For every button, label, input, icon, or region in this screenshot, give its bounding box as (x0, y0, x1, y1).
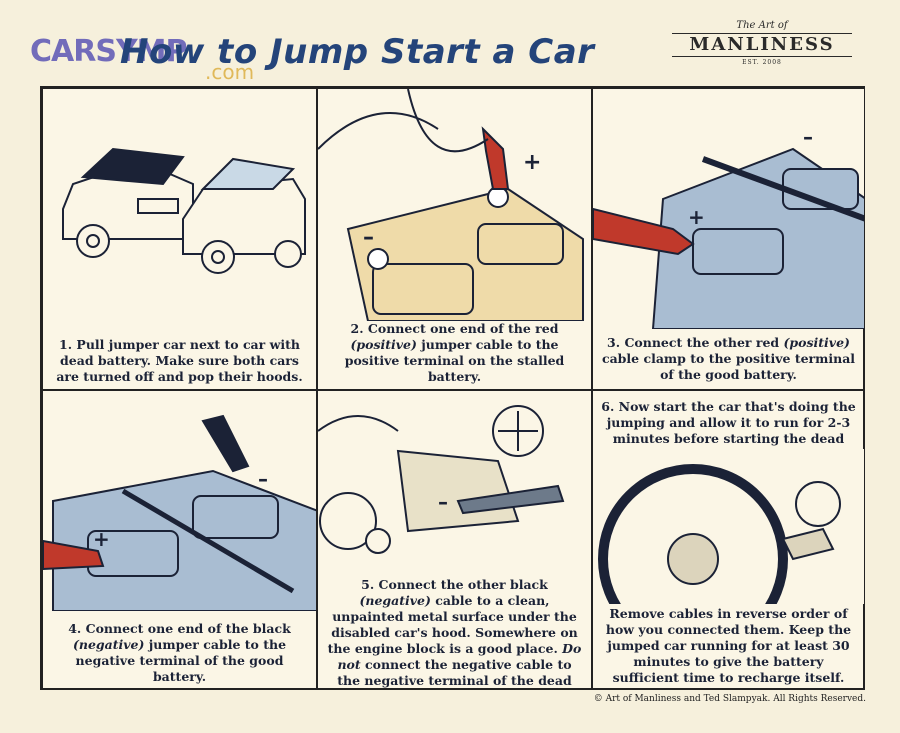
minus-symbol: – (258, 467, 268, 491)
two-cars-illustration (62, 147, 306, 274)
good-battery-illustration: + – (593, 89, 864, 329)
step-6-note: Remove cables in reverse order of how yo… (605, 606, 852, 685)
step-1-caption: 1. Pull jumper car next to car with dead… (56, 337, 303, 384)
step-2-panel: + – 2. Connect one end of the red (posit… (317, 88, 592, 390)
step-2-caption: 2. Connect one end of the red (positive)… (344, 321, 565, 384)
watermark-suffix: .com (205, 60, 255, 84)
step-5-panel: – 5. Connect the other black (negative) … (317, 390, 592, 690)
minus-symbol: – (363, 225, 374, 250)
brand-name: MANLINESS (672, 33, 852, 57)
steps-grid: 1. Pull jumper car next to car with dead… (40, 86, 865, 690)
plus-symbol: + (93, 527, 110, 551)
step-3-panel: + – 3. Connect the other red (positive) … (592, 88, 865, 390)
step-5-caption: 5. Connect the other black (negative) ca… (327, 577, 582, 688)
step-6-panel: 6. Now start the car that's doing the ju… (592, 390, 865, 690)
plus-symbol: + (523, 150, 541, 175)
watermark-main: CARSYMP (30, 34, 188, 69)
good-battery-negative-illustration: + – (43, 391, 316, 611)
brand-est: EST. 2008 (742, 59, 782, 66)
step-1-panel: 1. Pull jumper car next to car with dead… (42, 88, 317, 390)
minus-symbol: – (438, 490, 448, 514)
step-4-caption: 4. Connect one end of the black (negativ… (68, 621, 291, 684)
steering-wheel-illustration (593, 449, 864, 604)
copyright: © Art of Manliness and Ted Slampyak. All… (593, 694, 866, 704)
minus-symbol: – (803, 125, 813, 149)
page-title: How to Jump Start a Car (120, 32, 595, 72)
step-3-caption: 3. Connect the other red (positive) cabl… (601, 335, 856, 382)
engine-block-illustration: – (318, 391, 591, 573)
brand-top: The Art of (736, 20, 788, 31)
brand-logo: The Art of MANLINESS EST. 2008 (672, 20, 852, 80)
plus-symbol: + (688, 205, 705, 229)
stalled-battery-illustration: + – (318, 89, 591, 321)
step-4-panel: + – 4. Connect one end of the black (neg… (42, 390, 317, 690)
